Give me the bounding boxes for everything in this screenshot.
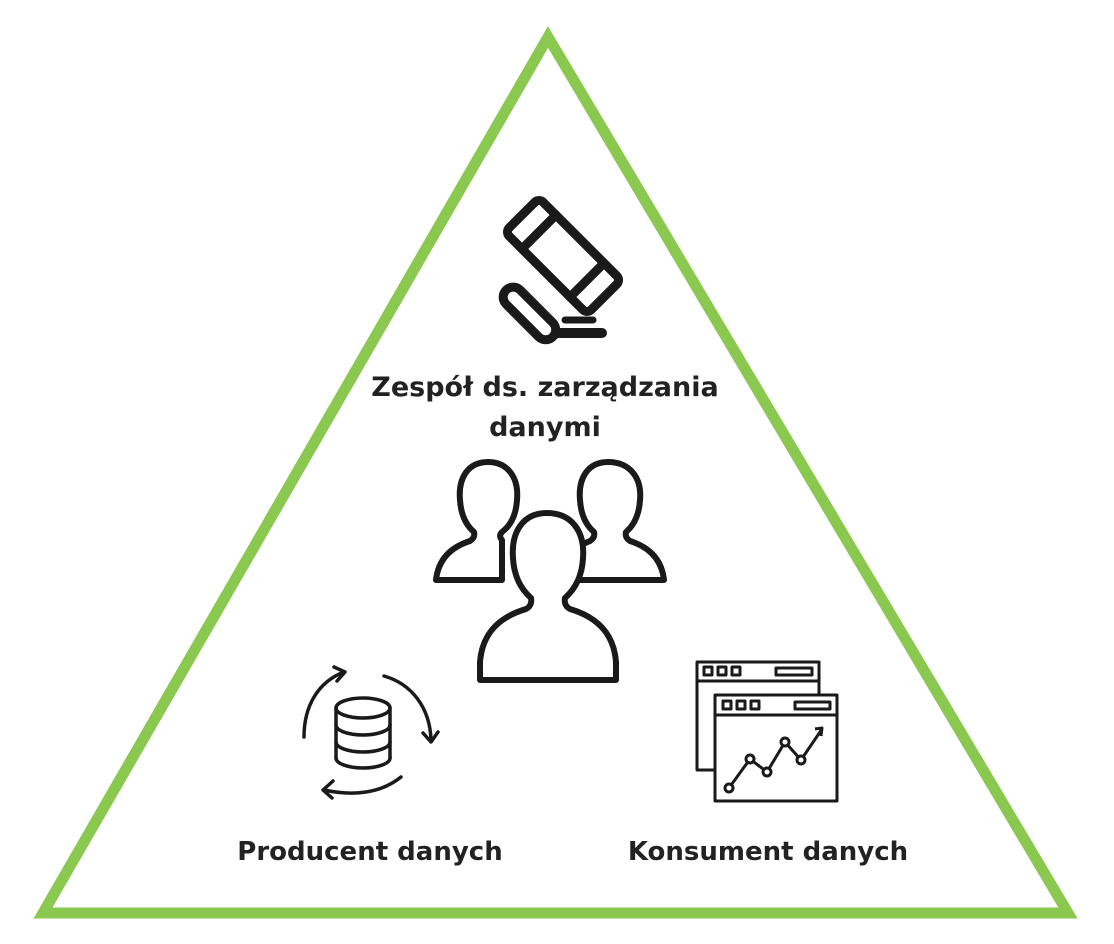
people-group-icon [433,459,667,683]
gavel-icon [498,196,623,345]
data-consumer-label: Konsument danych [627,837,909,867]
governance-team-label: Zespół ds. zarządzania danymi [345,368,745,448]
data-producer-label: Producent danych [237,837,503,867]
triangle-frame [33,26,1078,919]
governance-team-label-line1: Zespół ds. zarządzania [371,372,719,403]
governance-team-label-line2: danymi [489,412,601,443]
analytics-windows-icon [695,660,839,803]
database-sync-icon [302,665,440,800]
